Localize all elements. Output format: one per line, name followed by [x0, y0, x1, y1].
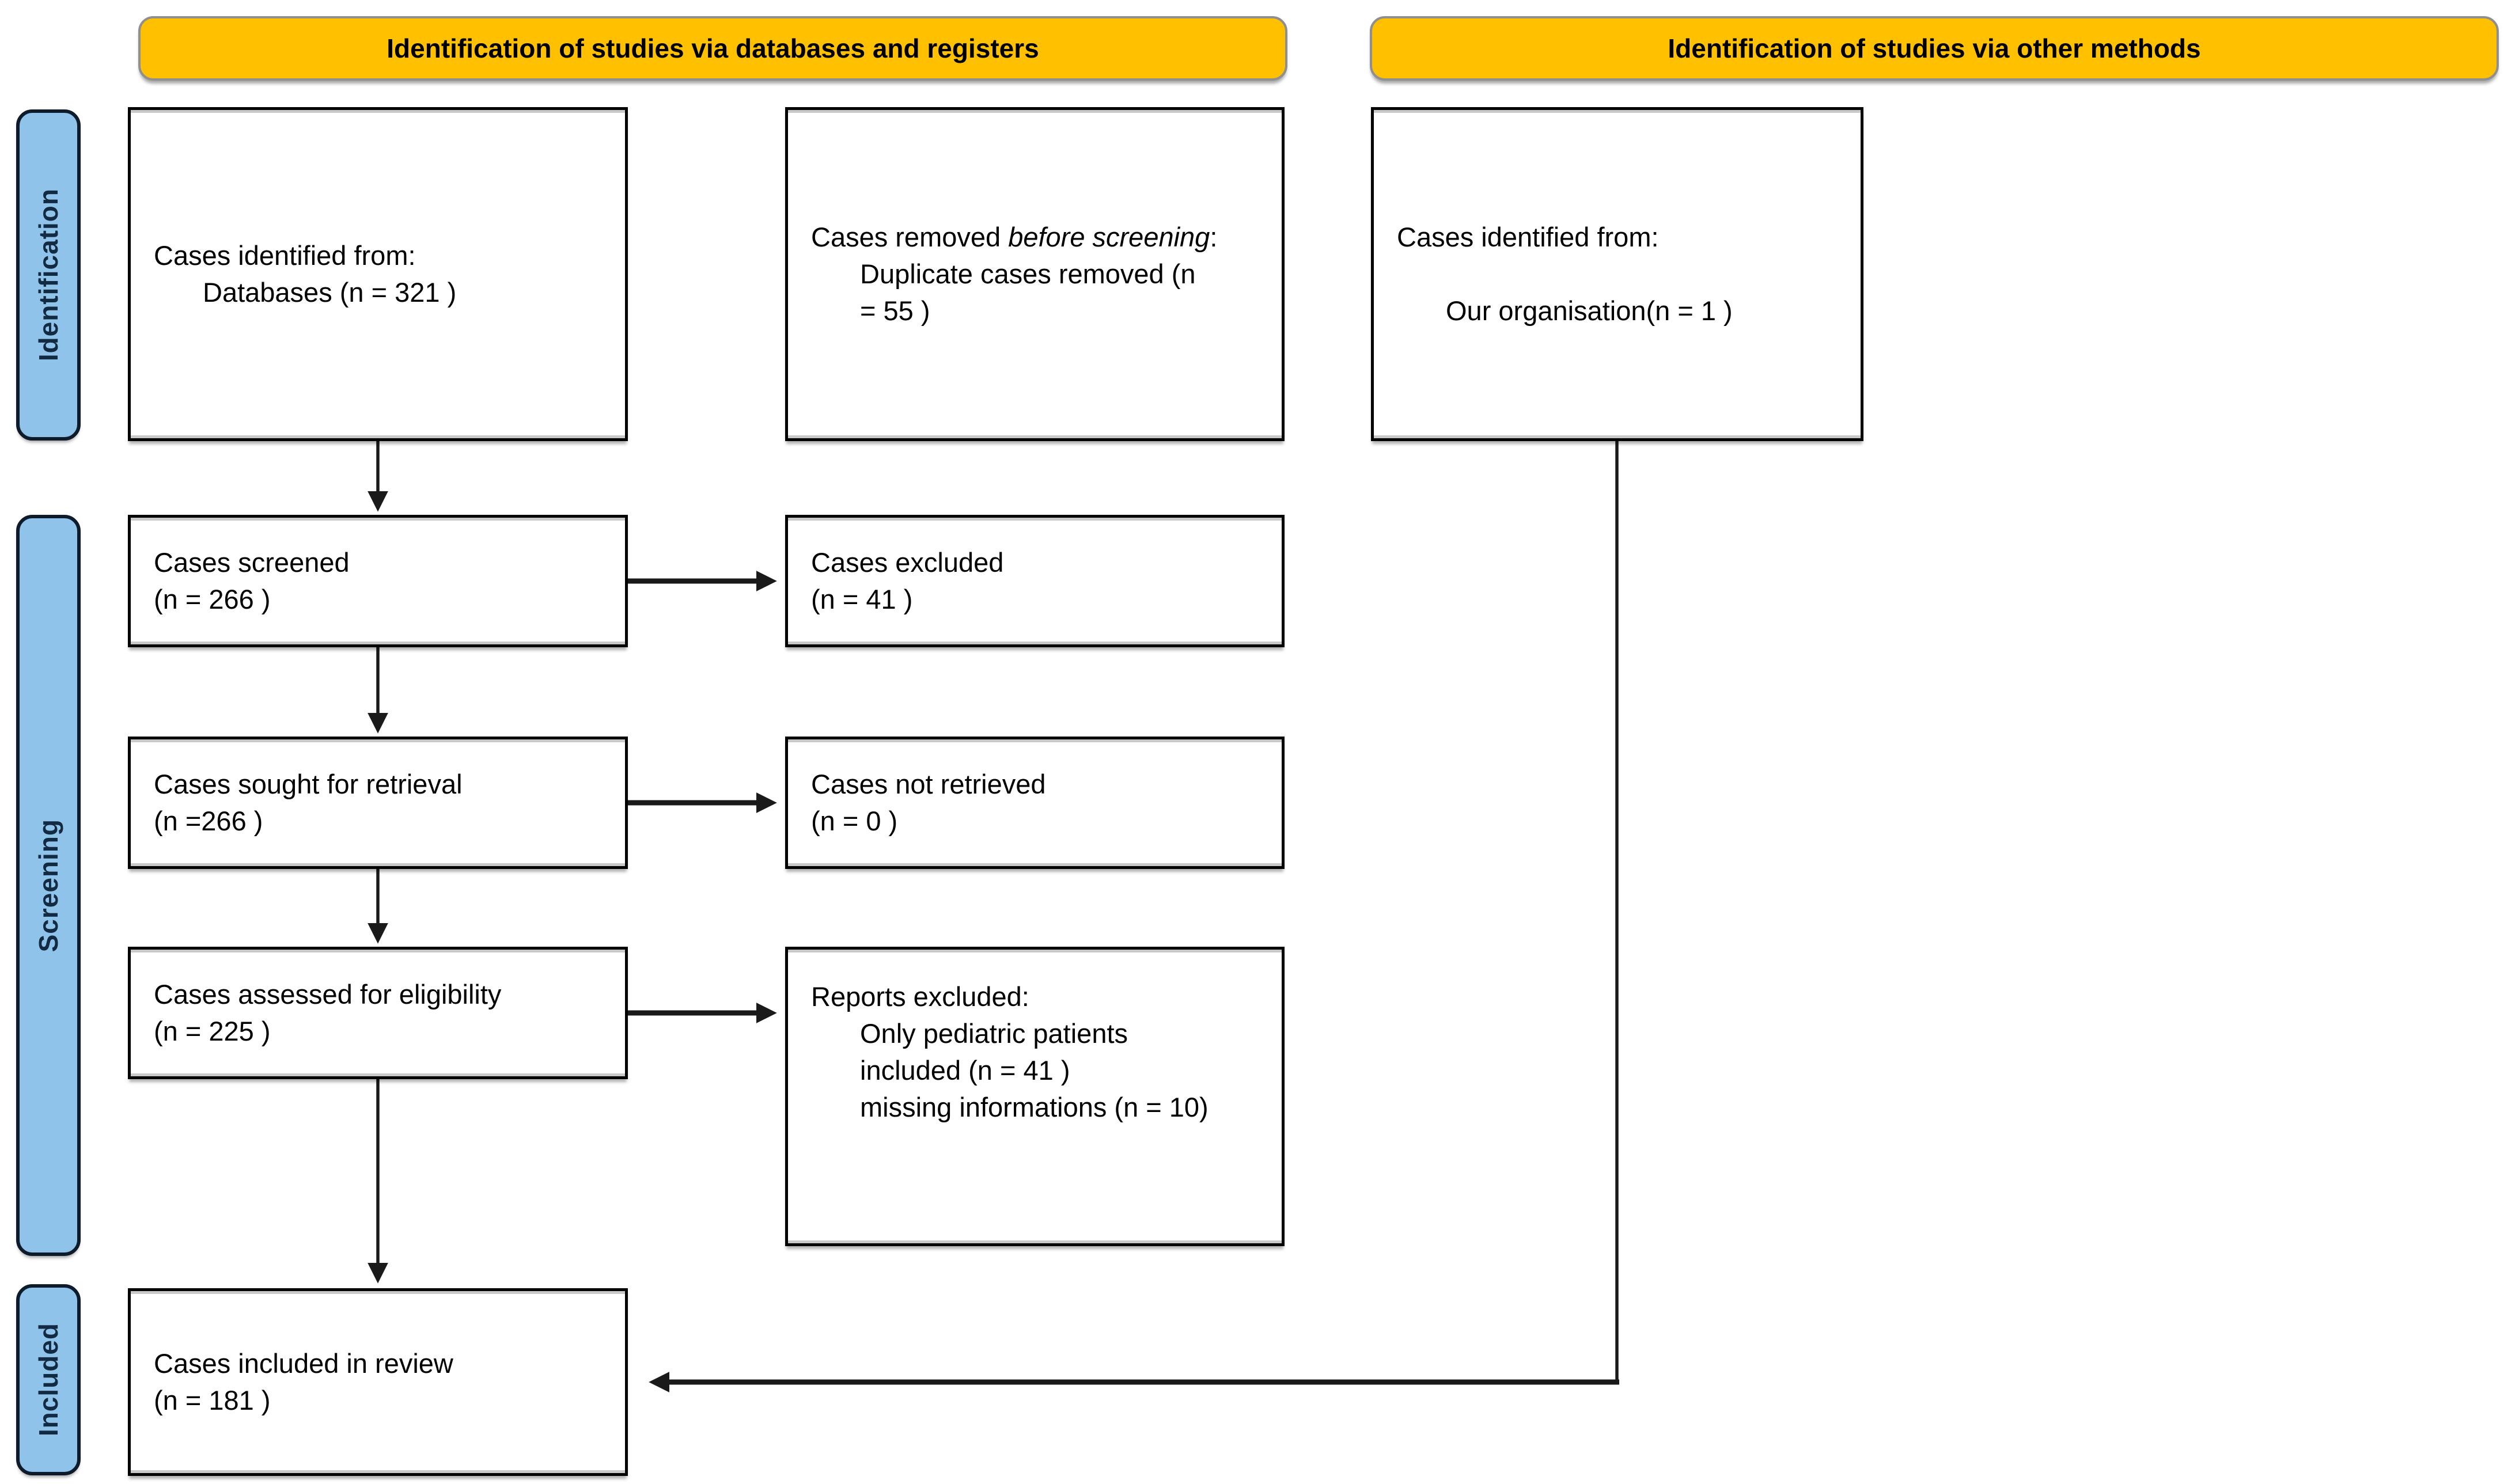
- box-cases-identified-databases-text: Cases identified from:Databases (n = 321…: [154, 240, 457, 308]
- sidebar-identification: Identification: [16, 109, 81, 441]
- banner-databases-registers: Identification of studies via databases …: [138, 16, 1287, 81]
- sidebar-identification-label: Identification: [33, 188, 63, 362]
- box-cases-included-review-text: Cases included in review(n = 181 ): [154, 1348, 453, 1415]
- box-cases-assessed-eligibility: Cases assessed for eligibility(n = 225 ): [128, 947, 628, 1079]
- box-cases-excluded-text: Cases excluded(n = 41 ): [811, 547, 1004, 614]
- box-cases-screened-text: Cases screened(n = 266 ): [154, 547, 350, 614]
- box-cases-removed-before-screening: Cases removed before screening:Duplicate…: [785, 107, 1285, 441]
- box-cases-identified-other-methods-text: Cases identified from: Our organisation(…: [1397, 222, 1733, 326]
- box-cases-identified-databases: Cases identified from:Databases (n = 321…: [128, 107, 628, 441]
- sidebar-included: Included: [16, 1284, 81, 1475]
- box-cases-sought-retrieval-text: Cases sought for retrieval(n =266 ): [154, 769, 463, 836]
- box-cases-sought-retrieval: Cases sought for retrieval(n =266 ): [128, 737, 628, 869]
- box-cases-removed-before-screening-text: Cases removed before screening:Duplicate…: [811, 222, 1218, 326]
- banner-databases-registers-label: Identification of studies via databases …: [387, 33, 1039, 63]
- box-cases-not-retrieved: Cases not retrieved(n = 0 ): [785, 737, 1285, 869]
- box-reports-excluded: Reports excluded:Only pediatric patients…: [785, 947, 1285, 1246]
- box-cases-screened: Cases screened(n = 266 ): [128, 515, 628, 647]
- banner-other-methods: Identification of studies via other meth…: [1370, 16, 2499, 81]
- sidebar-screening-label: Screening: [33, 818, 63, 952]
- box-cases-not-retrieved-text: Cases not retrieved(n = 0 ): [811, 769, 1046, 836]
- sidebar-screening: Screening: [16, 515, 81, 1256]
- box-cases-assessed-eligibility-text: Cases assessed for eligibility(n = 225 ): [154, 979, 502, 1046]
- box-cases-excluded: Cases excluded(n = 41 ): [785, 515, 1285, 647]
- banner-other-methods-label: Identification of studies via other meth…: [1668, 33, 2201, 63]
- box-reports-excluded-text: Reports excluded:Only pediatric patients…: [811, 981, 1209, 1122]
- box-cases-identified-other-methods: Cases identified from: Our organisation(…: [1371, 107, 1863, 441]
- sidebar-included-label: Included: [33, 1323, 63, 1437]
- box-cases-included-review: Cases included in review(n = 181 ): [128, 1288, 628, 1476]
